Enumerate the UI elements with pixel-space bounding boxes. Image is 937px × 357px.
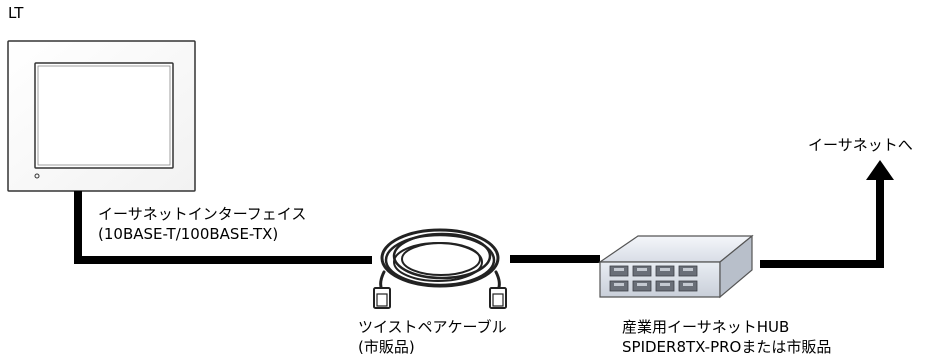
- lt-label: LT: [8, 4, 24, 22]
- twisted-pair-cable-note: (市販品): [358, 338, 415, 356]
- twisted-pair-cable-icon: [373, 228, 507, 309]
- ethernet-hub-icon: [598, 234, 754, 299]
- lt-panel-device: [7, 40, 196, 192]
- industrial-hub-model: SPIDER8TX-PROまたは市販品: [622, 338, 832, 356]
- arrow-up-icon: [866, 160, 894, 180]
- to-ethernet-label: イーサネットへ: [808, 136, 913, 154]
- twisted-pair-cable-label: ツイストペアケーブル: [358, 318, 507, 336]
- ethernet-interface-label: イーサネットインターフェイス: [98, 205, 307, 223]
- lt-to-cable-line: [74, 191, 372, 264]
- industrial-hub-label: 産業用イーサネットHUB: [622, 318, 790, 336]
- hub-to-ethernet-line: [760, 178, 884, 268]
- ethernet-interface-spec: (10BASE-T/100BASE-TX): [98, 225, 279, 243]
